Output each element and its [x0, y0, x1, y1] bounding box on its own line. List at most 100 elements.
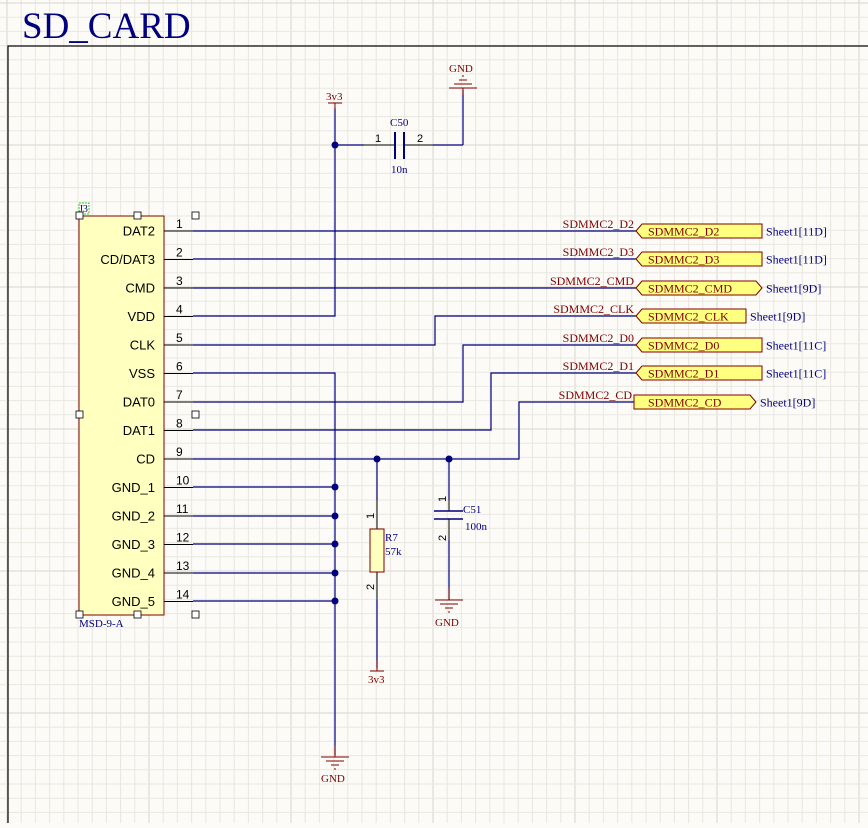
pin-number: 1 [176, 217, 183, 231]
power-label-3v3-r7: 3v3 [368, 674, 385, 686]
gnd-symbol-top[interactable]: GND [449, 63, 477, 95]
c51-designator: C51 [463, 504, 481, 516]
pin-number: 11 [176, 502, 189, 516]
gnd-symbol-c51[interactable]: GND [435, 588, 463, 629]
port-sheet-ref[interactable]: Sheet1[9D] [750, 310, 805, 324]
connector-pin[interactable]: GND_1 10 [112, 474, 193, 496]
port-shape[interactable] [635, 337, 763, 353]
wire-dat1[interactable] [193, 372, 636, 431]
port-shape[interactable] [633, 394, 757, 410]
pin-number: 2 [176, 246, 183, 260]
gnd-label-bottom: GND [321, 773, 345, 785]
port-label: SDMMC2_CD [648, 396, 722, 410]
handle[interactable] [75, 410, 84, 419]
port-sheet-ref[interactable]: Sheet1[11C] [766, 339, 826, 353]
junction-dot [445, 455, 453, 463]
port-shape[interactable] [635, 223, 763, 239]
gnd-label-top: GND [449, 63, 473, 75]
port-shape[interactable] [635, 251, 763, 267]
port-shape[interactable] [635, 365, 763, 381]
power-3v3-top[interactable]: 3v3 [326, 91, 343, 110]
handle[interactable] [191, 410, 200, 419]
pin-name: DAT1 [123, 423, 155, 438]
net-label: SDMMC2_D2 [563, 217, 634, 231]
port-sheet-ref[interactable]: Sheet1[9D] [766, 282, 821, 296]
port-label: SDMMC2_CLK [648, 310, 729, 324]
junction-dot [331, 597, 339, 605]
net-label: SDMMC2_D3 [563, 245, 634, 259]
wire-vdd[interactable] [193, 108, 336, 317]
pin-name: GND_2 [112, 509, 155, 524]
pin-name: CD [136, 452, 155, 467]
handle[interactable] [75, 610, 84, 619]
pin-number: 4 [176, 303, 183, 317]
handle[interactable] [191, 610, 200, 619]
pin-name: VSS [129, 366, 155, 381]
pin-name: DAT2 [123, 224, 155, 239]
port-sheet-ref[interactable]: Sheet1[11D] [766, 225, 827, 239]
power-3v3-r7[interactable]: 3v3 [368, 660, 385, 686]
r7-value: 57k [385, 546, 402, 558]
handle[interactable] [133, 211, 142, 220]
connector-part: MSD-9-A [79, 618, 124, 630]
pin-name: GND_4 [112, 566, 155, 581]
junction-dot [331, 141, 339, 149]
pin-number: 5 [176, 331, 183, 345]
r7-pin1-number: 1 [365, 513, 377, 519]
gnd-symbol-bottom[interactable]: GND [321, 745, 349, 785]
r7-designator: R7 [385, 532, 398, 544]
capacitor-c50[interactable]: C50 10n 1 2 [364, 117, 433, 176]
resistor-r7[interactable]: R7 57k 1 2 [365, 500, 402, 600]
wire-cd[interactable] [193, 401, 634, 460]
handle[interactable] [75, 211, 84, 220]
sheet-border [7, 45, 868, 828]
handle[interactable] [191, 211, 200, 220]
net-label: SDMMC2_D1 [563, 359, 634, 373]
c51-pin2-number: 2 [437, 535, 449, 541]
port-label: SDMMC2_D2 [648, 225, 719, 239]
c50-value: 10n [391, 164, 408, 176]
pin-number: 13 [176, 559, 190, 573]
port-label: SDMMC2_D1 [648, 367, 719, 381]
junction-dot [331, 540, 339, 548]
port-shape[interactable] [635, 280, 763, 296]
connector-pin[interactable]: GND_2 11 [112, 502, 193, 524]
gnd-label-c51: GND [435, 617, 459, 629]
wire-dat0[interactable] [193, 344, 636, 403]
connector-body[interactable] [78, 215, 165, 616]
connector-pin[interactable]: DAT2 1 [123, 217, 193, 239]
port-shape[interactable] [635, 308, 747, 324]
port-sheet-ref[interactable]: Sheet1[9D] [760, 396, 815, 410]
pin-number: 10 [176, 474, 190, 488]
c50-pin2-number: 2 [417, 133, 423, 145]
pin-name: GND_5 [112, 594, 155, 609]
wire-clk[interactable] [193, 315, 636, 346]
capacitor-c51[interactable]: C51 100n 1 2 [434, 496, 488, 541]
connector-pin[interactable]: GND_4 13 [112, 559, 193, 581]
wire-vss-gnd[interactable] [193, 372, 336, 755]
port-sheet-ref[interactable]: Sheet1[11D] [766, 253, 827, 267]
pin-name: GND_1 [112, 480, 155, 495]
handle[interactable] [133, 610, 142, 619]
c51-value: 100n [465, 521, 488, 533]
port-sheet-ref[interactable]: Sheet1[11C] [766, 367, 826, 381]
